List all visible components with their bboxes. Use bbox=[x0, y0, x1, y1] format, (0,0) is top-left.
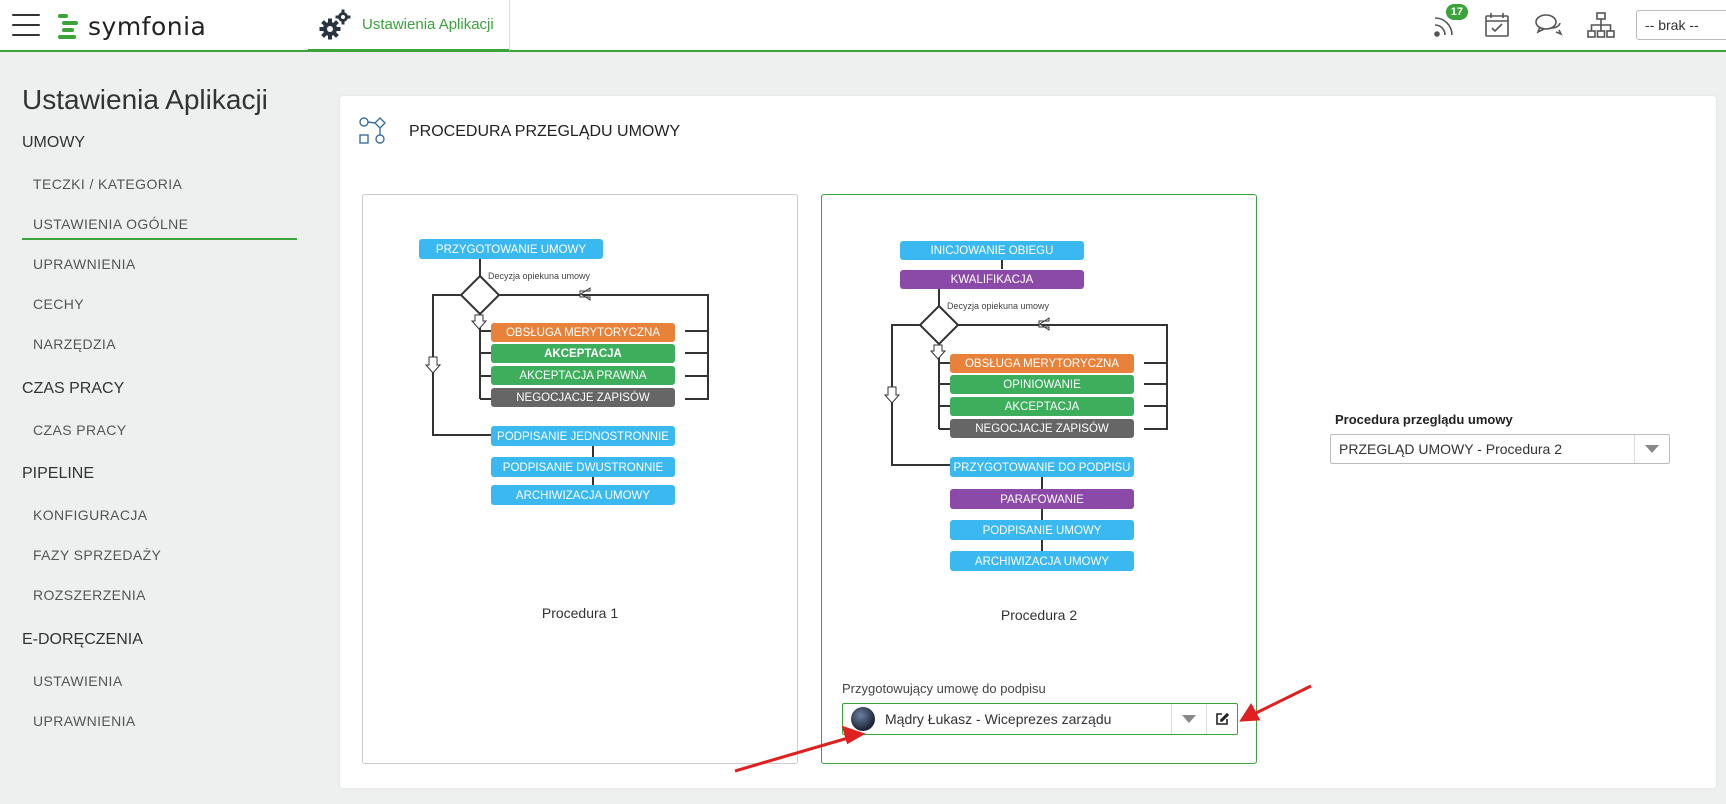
hamburger-menu-icon[interactable] bbox=[12, 14, 40, 36]
sidebar-item-czas-pracy[interactable]: CZAS PRACY bbox=[33, 422, 127, 438]
chevron-down-icon bbox=[1182, 715, 1196, 723]
edit-icon bbox=[1216, 712, 1229, 725]
procedure-2-name: Procedura 2 bbox=[1000, 607, 1078, 623]
brand-logo[interactable]: symfonia bbox=[58, 11, 207, 41]
avatar bbox=[851, 707, 875, 731]
procedure-2-option[interactable]: Decyzja opiekuna umowy INICJOWANIE OBIEG… bbox=[821, 194, 1257, 764]
org-chart-icon bbox=[1587, 12, 1615, 38]
calendar-check-icon bbox=[1485, 13, 1509, 37]
preparer-value: Mądry Łukasz - Wiceprezes zarządu bbox=[885, 711, 1112, 727]
svg-text:NEGOCJACJE ZAPISÓW: NEGOCJACJE ZAPISÓW bbox=[516, 391, 650, 404]
sidebar-item-cechy[interactable]: CECHY bbox=[33, 296, 85, 312]
svg-text:PARAFOWANIE: PARAFOWANIE bbox=[1000, 494, 1084, 506]
procedure-2-diagram: Decyzja opiekuna umowy INICJOWANIE OBIEG… bbox=[883, 241, 1168, 571]
svg-text:PRZYGOTOWANIE DO PODPISU: PRZYGOTOWANIE DO PODPISU bbox=[954, 462, 1131, 474]
chevron-down-icon bbox=[1645, 445, 1659, 453]
context-select-value: -- brak -- bbox=[1645, 17, 1699, 33]
page-title: PROCEDURA PRZEGLĄDU UMOWY bbox=[409, 123, 681, 140]
preparer-edit-button[interactable] bbox=[1206, 704, 1237, 734]
svg-text:OBSŁUGA MERYTORYCZNA: OBSŁUGA MERYTORYCZNA bbox=[965, 358, 1119, 370]
procedure-select[interactable]: PRZEGLĄD UMOWY - Procedura 2 bbox=[1330, 434, 1670, 464]
sidebar-title: Ustawienia Aplikacji bbox=[22, 84, 268, 115]
app-tab-label: Ustawienia Aplikacji bbox=[362, 16, 494, 33]
sidebar-section-pipeline: PIPELINE bbox=[22, 465, 95, 482]
svg-text:AKCEPTACJA: AKCEPTACJA bbox=[544, 348, 622, 360]
svg-text:PODPISANIE UMOWY: PODPISANIE UMOWY bbox=[983, 525, 1102, 537]
procedure-dropdown-toggle[interactable] bbox=[1634, 435, 1669, 463]
sidebar-item-fazy-sprzedazy[interactable]: FAZY SPRZEDAŻY bbox=[33, 547, 162, 563]
preparer-dropdown-toggle[interactable] bbox=[1171, 704, 1206, 734]
sidebar-section-umowy: UMOWY bbox=[22, 134, 86, 151]
preparer-label: Przygotowujący umowę do podpisu bbox=[842, 681, 1046, 696]
sidebar-item-uprawnienia[interactable]: UPRAWNIENIA bbox=[33, 256, 136, 272]
procedure-2-steps: INICJOWANIE OBIEGU KWALIFIKACJA OBSŁUGA … bbox=[900, 241, 1134, 571]
svg-text:OPINIOWANIE: OPINIOWANIE bbox=[1003, 379, 1081, 391]
procedure-1-diagram: Decyzja opiekuna umowy PRZYGOTOWANIE UMO… bbox=[419, 239, 709, 505]
org-structure-button[interactable] bbox=[1584, 8, 1618, 42]
svg-text:KWALIFIKACJA: KWALIFIKACJA bbox=[951, 274, 1034, 286]
sidebar-item-e-doreczenia-uprawnienia[interactable]: UPRAWNIENIA bbox=[33, 713, 136, 729]
procedure-select-value: PRZEGLĄD UMOWY - Procedura 2 bbox=[1339, 441, 1563, 457]
sidebar-item-e-doreczenia-ustawienia[interactable]: USTAWIENIA bbox=[33, 673, 123, 689]
brand-name: symfonia bbox=[88, 11, 207, 41]
sidebar-item-narzedzia[interactable]: NARZĘDZIA bbox=[33, 336, 116, 352]
svg-text:ARCHIWIZACJA UMOWY: ARCHIWIZACJA UMOWY bbox=[516, 490, 650, 502]
procedure-1-name: Procedura 1 bbox=[541, 605, 619, 621]
sidebar-item-teczki-kategoria[interactable]: TECZKI / KATEGORIA bbox=[33, 176, 183, 192]
decision-label: Decyzja opiekuna umowy bbox=[488, 271, 591, 281]
workflow-icon bbox=[359, 117, 386, 144]
procedure-select-label: Procedura przeglądu umowy bbox=[1335, 412, 1513, 427]
svg-text:PODPISANIE JEDNOSTRONNIE: PODPISANIE JEDNOSTRONNIE bbox=[497, 431, 669, 443]
gears-icon bbox=[319, 9, 351, 39]
svg-text:OBSŁUGA MERYTORYCZNA: OBSŁUGA MERYTORYCZNA bbox=[506, 327, 660, 339]
context-select[interactable]: -- brak -- bbox=[1636, 10, 1726, 40]
notification-count-badge: 17 bbox=[1445, 4, 1468, 20]
procedure-1-option[interactable]: Decyzja opiekuna umowy PRZYGOTOWANIE UMO… bbox=[362, 194, 798, 764]
svg-text:PRZYGOTOWANIE UMOWY: PRZYGOTOWANIE UMOWY bbox=[436, 244, 586, 256]
chat-bubbles-icon bbox=[1535, 14, 1563, 36]
symfonia-logo-icon bbox=[58, 13, 80, 39]
preparer-select[interactable]: Mądry Łukasz - Wiceprezes zarządu bbox=[842, 703, 1238, 735]
tasks-calendar-button[interactable] bbox=[1480, 8, 1514, 42]
sidebar-item-rozszerzenia[interactable]: ROZSZERZENIA bbox=[33, 587, 146, 603]
svg-text:AKCEPTACJA: AKCEPTACJA bbox=[1005, 401, 1080, 413]
rss-feed-icon bbox=[1434, 17, 1453, 37]
sidebar-section-czas-pracy: CZAS PRACY bbox=[22, 380, 125, 397]
tab-app-settings[interactable]: Ustawienia Aplikacji bbox=[308, 0, 510, 52]
top-bar: symfonia Ustawienia Aplikacji bbox=[0, 0, 1726, 52]
svg-text:NEGOCJACJE ZAPISÓW: NEGOCJACJE ZAPISÓW bbox=[975, 422, 1109, 435]
notifications-feed-button[interactable]: 17 bbox=[1428, 4, 1468, 42]
procedure-card: PROCEDURA PRZEGLĄDU UMOWY Decyzja opieku… bbox=[340, 96, 1716, 788]
messages-button[interactable] bbox=[1532, 8, 1566, 42]
sidebar: Ustawienia Aplikacji UMOWY TECZKI / KATE… bbox=[0, 54, 320, 804]
sidebar-section-e-doreczenia: E-DORĘCZENIA bbox=[22, 631, 143, 648]
svg-text:AKCEPTACJA PRAWNA: AKCEPTACJA PRAWNA bbox=[519, 370, 646, 382]
svg-text:INICJOWANIE OBIEGU: INICJOWANIE OBIEGU bbox=[931, 245, 1054, 257]
decision-label: Decyzja opiekuna umowy bbox=[947, 301, 1050, 311]
sidebar-item-konfiguracja[interactable]: KONFIGURACJA bbox=[33, 507, 148, 523]
svg-text:PODPISANIE DWUSTRONNIE: PODPISANIE DWUSTRONNIE bbox=[503, 462, 664, 474]
svg-text:ARCHIWIZACJA UMOWY: ARCHIWIZACJA UMOWY bbox=[975, 556, 1109, 568]
sidebar-item-ustawienia-ogolne[interactable]: USTAWIENIA OGÓLNE bbox=[22, 216, 297, 240]
procedure-1-steps: PRZYGOTOWANIE UMOWY OBSŁUGA MERYTORYCZNA… bbox=[419, 239, 675, 505]
